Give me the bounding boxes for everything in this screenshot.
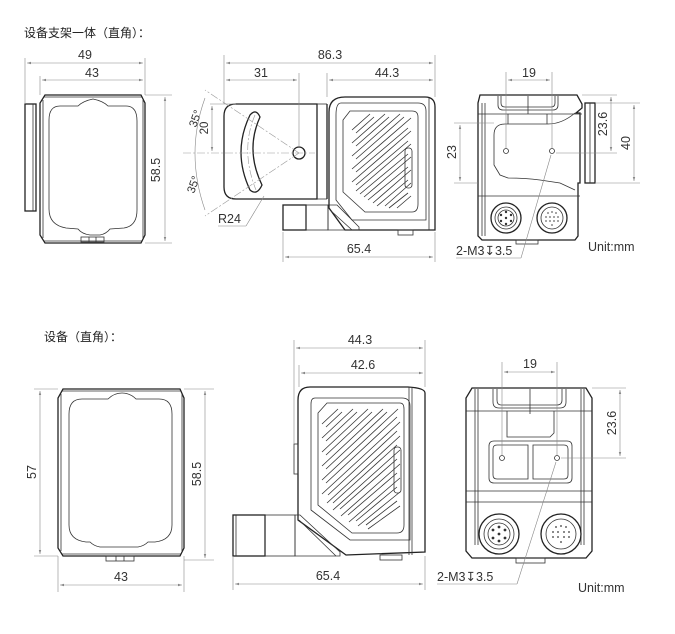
dim-length-connector: 65.4 [316, 569, 340, 583]
section-title-with-bracket: 设备支架一体（直角）： [24, 26, 151, 40]
dim-hole-from-top: 23.6 [605, 411, 619, 435]
dim-height-left: 57 [25, 465, 39, 479]
unit-label: Unit:mm [578, 581, 625, 595]
dim-slot-half-height: 20 [199, 122, 211, 135]
device-body [328, 96, 436, 231]
bracket-plate [223, 103, 318, 200]
heatsink-fins [321, 408, 401, 530]
connector-12pin [536, 202, 568, 234]
dim-body-depth: 44.3 [375, 66, 399, 80]
device-body [297, 386, 426, 556]
connector-8pin [478, 513, 520, 555]
dim-hole-height: 23 [445, 145, 459, 159]
dim-width-overall: 49 [78, 48, 92, 62]
dim-hole-offset: 31 [254, 66, 268, 80]
side-view-with-bracket: 35° 35° 20 R24 86.3 31 44.3 [183, 48, 436, 262]
thread-callout: 2-M3↧3.5 [437, 570, 493, 584]
device-back-outline [465, 387, 593, 559]
dim-depth-overall: 44.3 [348, 333, 372, 347]
mount-hole-right [554, 455, 560, 461]
front-window [68, 392, 173, 548]
dim-hole-spacing: 19 [522, 66, 536, 80]
connector-8pin [490, 202, 522, 234]
dim-depth-body: 42.6 [351, 358, 375, 372]
mount-hole-left [503, 148, 509, 154]
dim-hole-spacing: 19 [523, 357, 537, 371]
dim-height: 58.5 [149, 158, 163, 182]
dim-length-overall: 86.3 [318, 48, 342, 62]
front-window [48, 98, 138, 236]
front-view-device: 57 58.5 43 [25, 388, 214, 592]
section-title-device-only: 设备（直角）： [44, 330, 123, 344]
dim-angle-lower: 35° [186, 175, 203, 195]
mount-hole-left [499, 455, 505, 461]
dim-slot-radius: R24 [218, 212, 241, 226]
thread-callout: 2-M3↧3.5 [456, 244, 512, 258]
device-body-outline [57, 388, 185, 557]
dim-height-right: 58.5 [190, 462, 204, 486]
mount-recess [488, 440, 573, 484]
dim-bracket-height: 40 [619, 136, 633, 150]
dim-width: 43 [114, 570, 128, 584]
connector-nut [232, 514, 266, 557]
back-view-device: 19 23.6 2-M3↧3.5 Unit:mm [437, 357, 626, 595]
dim-length-connector: 65.4 [347, 242, 371, 256]
heatsink-fins [351, 113, 412, 209]
connector-nut [282, 204, 307, 231]
mount-hole-right [549, 148, 555, 154]
dim-angle-upper: 35° [188, 109, 205, 129]
side-view-device: 44.3 42.6 65.4 [232, 333, 426, 590]
dim-hole-from-top: 23.6 [596, 112, 610, 136]
unit-label: Unit:mm [588, 240, 635, 254]
back-view-with-bracket: 19 23.6 40 23 2-M3↧3.5 Unit:mm [445, 66, 640, 259]
dim-width-body: 43 [85, 66, 99, 80]
bracket-side-plate [24, 103, 37, 212]
front-view-with-bracket: 49 43 58.5 [24, 48, 172, 244]
connector-12pin [540, 513, 582, 555]
arc-slot [240, 111, 263, 193]
device-body-outline [39, 94, 146, 244]
device-back-outline [477, 94, 583, 241]
